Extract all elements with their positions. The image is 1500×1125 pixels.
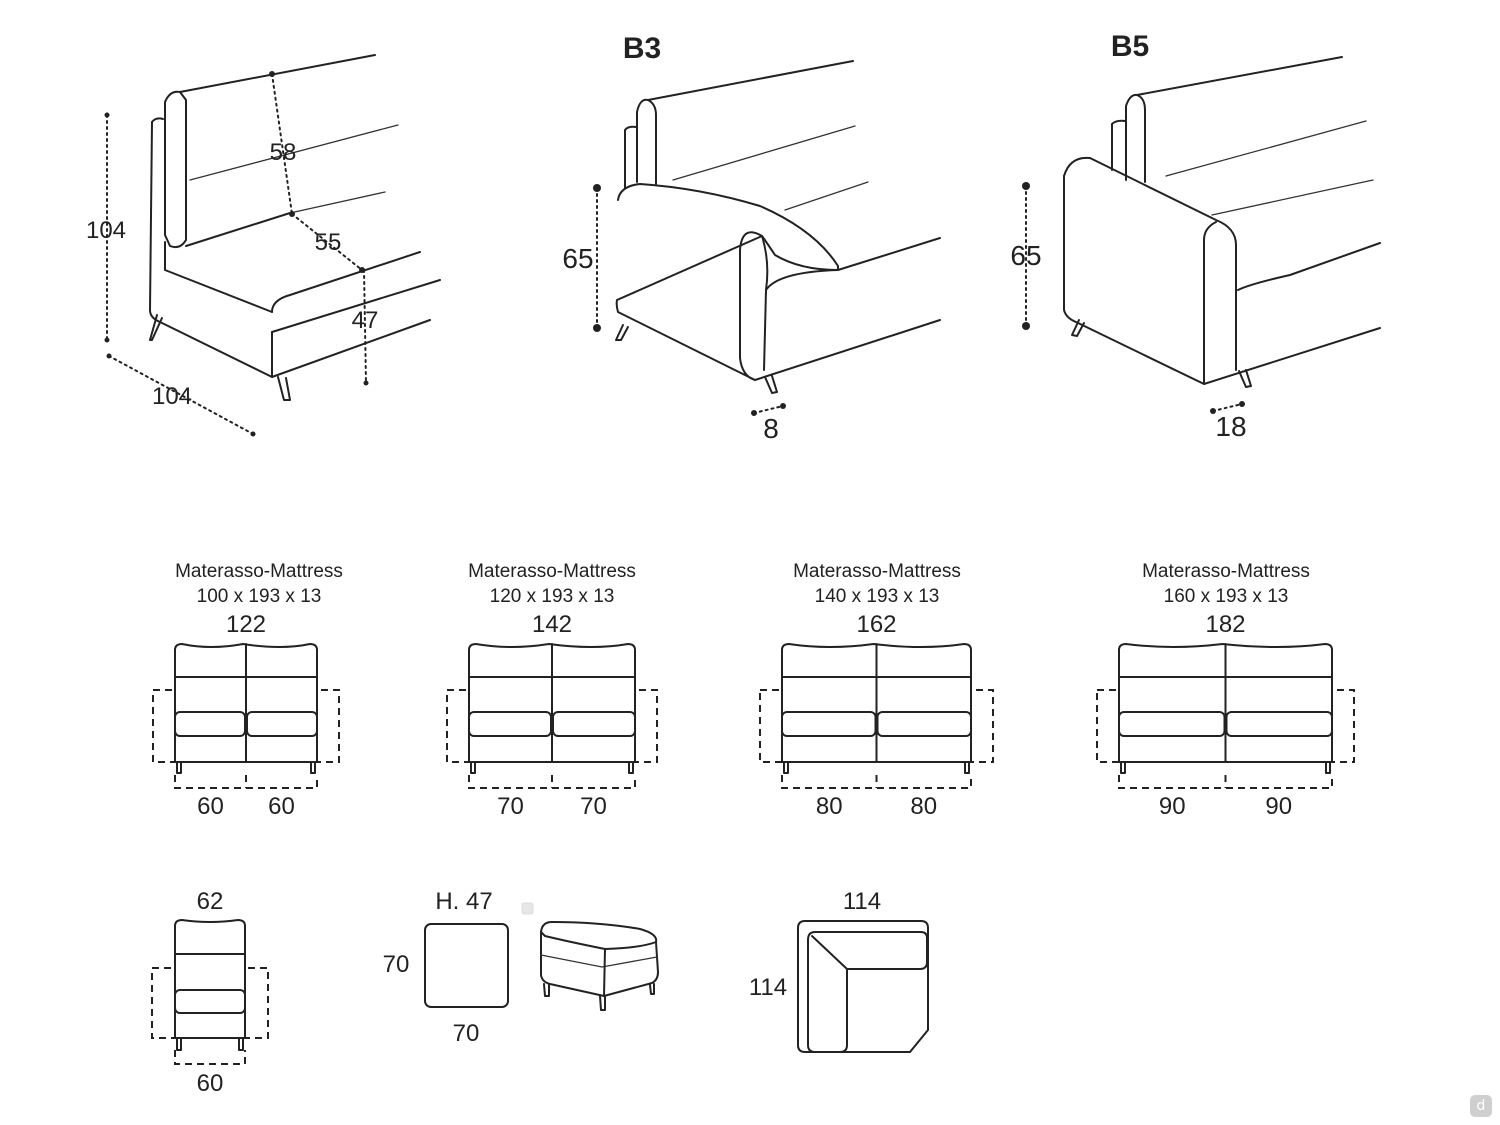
overall-height-label: 104 [86,217,126,244]
sofa-bed-3: Materasso-Mattress 140 x 193 x 13 162 80 80 [759,561,994,820]
mattress-label: Materasso-Mattress [1142,561,1310,582]
armrest-b5-perspective: B5 65 18 [1010,30,1381,442]
corner-width-label: 114 [843,888,881,915]
seat-left-width-label: 80 [816,793,843,820]
back-height-label: 58 [270,139,297,166]
armrest-b3-title: B3 [623,32,661,65]
armrest-b5-title: B5 [1111,30,1149,63]
seat-module-perspective: 104 104 58 55 47 [86,54,441,437]
mattress-size: 140 x 193 x 13 [815,586,940,607]
seat-cushion [468,711,552,737]
seat-cushion [552,711,636,737]
corner-module-top-view: 114 114 [749,888,929,1053]
seat-cushion [876,711,972,737]
pouf-views: H. 47 70 70 [383,888,659,1047]
corner-depth-label: 114 [749,974,787,1001]
seat-right-width-label: 90 [1265,793,1292,820]
sofa-bed-4: Materasso-Mattress 160 x 193 x 13 182 90 90 [1096,561,1355,820]
mattress-label: Materasso-Mattress [793,561,961,582]
sofa-width-label: 182 [1205,611,1245,638]
sofa-bed-1: Materasso-Mattress 100 x 193 x 13 122 60 60 [152,561,343,820]
pouf-height-label: H. 47 [435,888,492,915]
seat-cushion [1225,711,1333,737]
seat-left-width-label: 60 [197,793,224,820]
pouf-depth-label: 70 [383,951,410,978]
mattress-size: 100 x 193 x 13 [197,586,322,607]
seat-height-label: 47 [352,307,379,334]
sofa-width-label: 162 [856,611,896,638]
armrest-b5-height-label: 65 [1010,240,1041,271]
mattress-label: Materasso-Mattress [468,561,636,582]
chair-width-label: 62 [197,888,224,915]
seat-right-width-label: 70 [580,793,607,820]
armrest-b3-height-label: 65 [562,243,593,274]
seat-right-width-label: 60 [268,793,295,820]
chair-top-view: 62 60 [151,888,269,1097]
armrest-b3-perspective: B3 65 8 [562,32,941,444]
sofa-bed-2: Materasso-Mattress 120 x 193 x 13 142 70 70 [446,561,658,820]
chair-seat-label: 60 [197,1070,224,1097]
seat-cushion [781,711,877,737]
seat-left-width-label: 90 [1159,793,1186,820]
sofa-width-label: 142 [532,611,572,638]
mattress-label: Materasso-Mattress [175,561,343,582]
overall-depth-label: 104 [152,383,192,410]
seat-depth-label: 55 [315,229,342,256]
armrest-b3-width-label: 8 [763,413,779,444]
seat-cushion [1118,711,1226,737]
pouf-width-label: 70 [453,1020,480,1047]
seat-left-width-label: 70 [497,793,524,820]
mattress-size: 120 x 193 x 13 [490,586,615,607]
site-logo-badge: d [1470,1095,1492,1117]
seat-right-width-label: 80 [910,793,937,820]
seat-cushion [246,711,318,737]
sofa-width-label: 122 [226,611,266,638]
seat-cushion [174,711,246,737]
armrest-b5-width-label: 18 [1215,411,1246,442]
mattress-size: 160 x 193 x 13 [1164,586,1289,607]
